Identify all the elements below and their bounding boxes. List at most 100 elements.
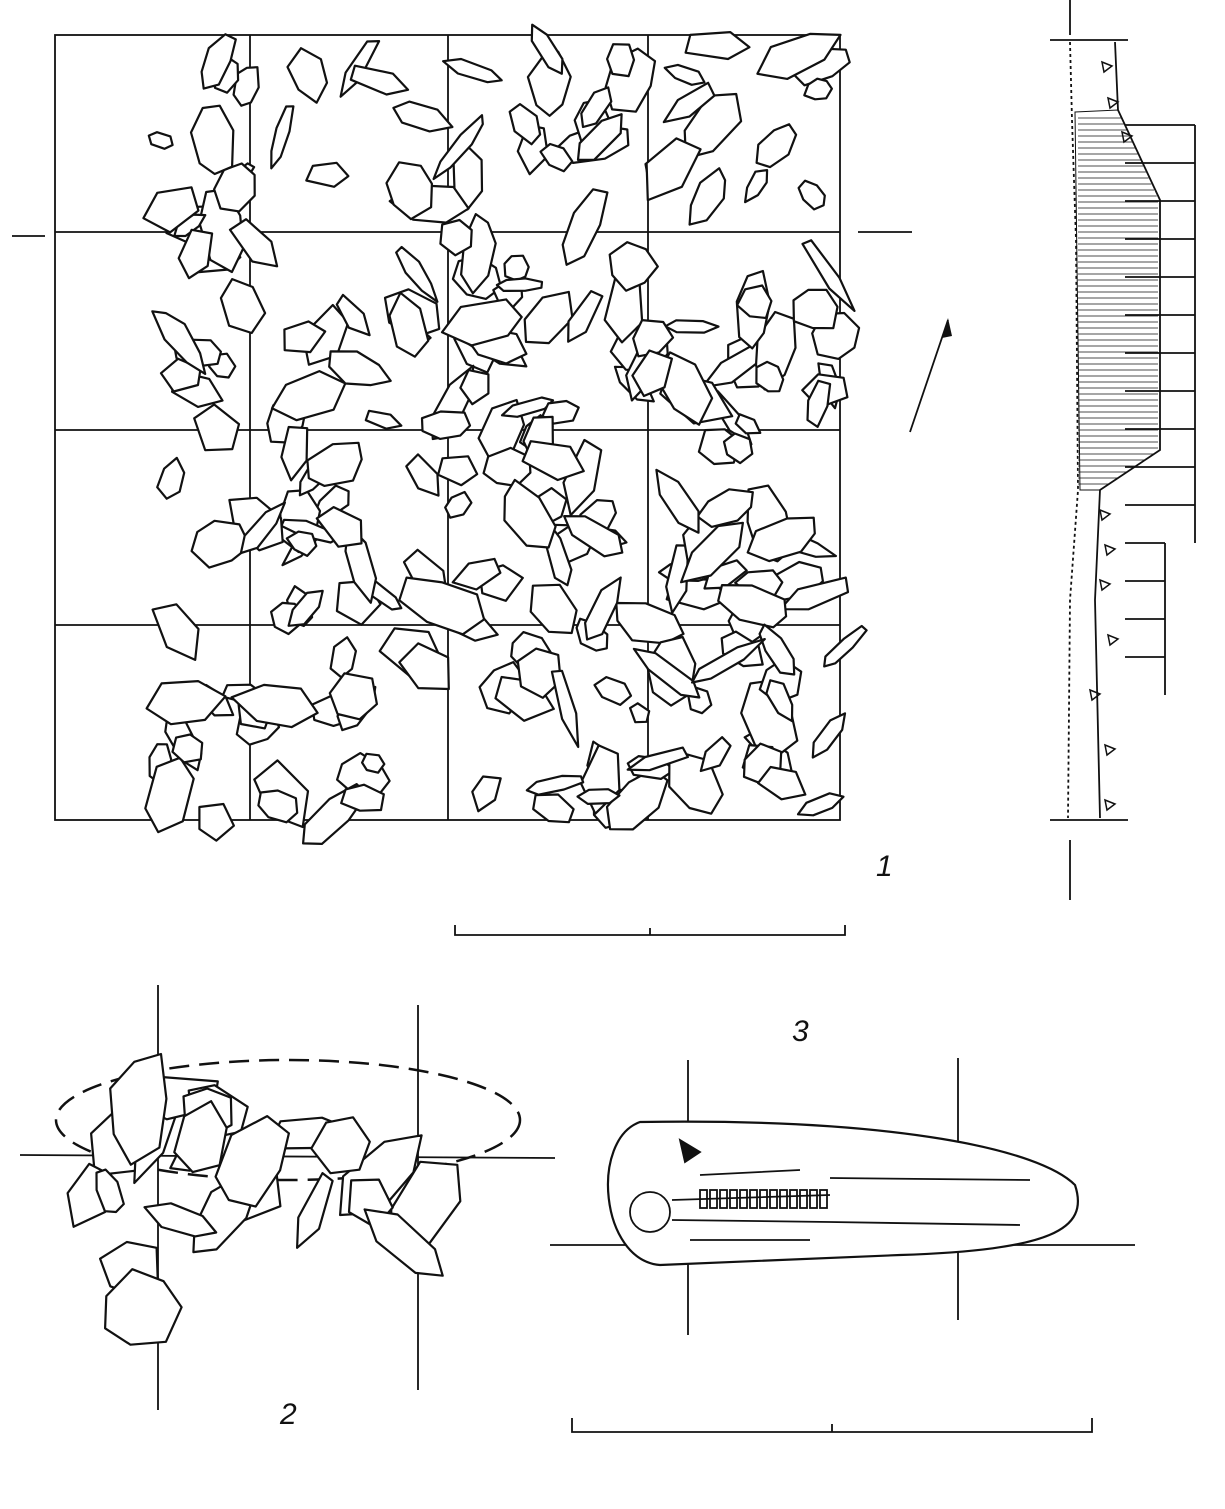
stone (743, 169, 769, 204)
stone (576, 113, 623, 161)
stone (189, 104, 235, 176)
stone (329, 636, 357, 679)
stone (315, 506, 363, 548)
stone (683, 92, 743, 160)
stone (385, 161, 433, 221)
stone (420, 410, 472, 440)
stone (801, 239, 856, 312)
stone (797, 179, 826, 211)
stone (193, 403, 241, 452)
stone (626, 746, 690, 772)
stone (109, 1052, 168, 1166)
stone (190, 519, 252, 569)
figure-label-2: 2 (280, 1398, 297, 1431)
stone (398, 642, 450, 691)
stone (471, 775, 502, 813)
stone (580, 86, 613, 129)
stone (530, 23, 564, 75)
stone (665, 544, 690, 614)
stone (270, 105, 295, 170)
stone (690, 637, 766, 684)
stone (283, 320, 327, 354)
stone (796, 792, 845, 817)
stone (755, 360, 785, 393)
stone (145, 679, 227, 726)
stone (521, 440, 585, 482)
scale-bar-1 (454, 925, 846, 936)
stone (756, 765, 807, 801)
stone (539, 142, 574, 173)
stone (755, 123, 798, 169)
stone (437, 455, 479, 487)
stone (605, 43, 636, 78)
stone (628, 702, 651, 724)
stone (151, 310, 207, 375)
stone (239, 501, 286, 555)
stone (173, 1100, 228, 1174)
stone (440, 298, 523, 347)
stone (451, 557, 502, 591)
stone (310, 1116, 371, 1175)
stone (593, 675, 633, 707)
stone (722, 432, 754, 465)
scale-bar-3 (571, 1418, 1093, 1433)
stone (500, 396, 555, 418)
stone (664, 319, 720, 334)
stone (679, 521, 745, 584)
stone (503, 254, 530, 282)
stone (662, 81, 716, 124)
stone (171, 733, 204, 764)
stone (442, 57, 503, 84)
plan-1-stones (142, 23, 868, 846)
stone (328, 350, 392, 387)
stone (503, 478, 557, 549)
plan-3-burial (550, 1058, 1135, 1335)
stone (432, 114, 484, 181)
stone (756, 32, 842, 81)
stone (495, 277, 544, 292)
stone (280, 425, 309, 482)
stone (405, 453, 440, 497)
stone (562, 514, 624, 558)
stone (645, 137, 702, 202)
stone (151, 603, 200, 662)
stone (608, 241, 659, 292)
stone (363, 1208, 444, 1277)
stone (655, 468, 700, 534)
stone (823, 624, 868, 668)
stone (439, 218, 473, 257)
stone (285, 530, 318, 558)
stone (335, 293, 371, 337)
stone (806, 379, 832, 428)
stone (219, 278, 267, 335)
stone (198, 802, 235, 842)
stone (388, 291, 430, 358)
stone (523, 290, 574, 345)
stone (270, 370, 347, 422)
stone (696, 488, 754, 529)
stone (525, 774, 585, 796)
stone (444, 490, 473, 519)
plan-2 (19, 985, 556, 1410)
stone (562, 438, 603, 517)
stone (765, 679, 794, 723)
stone (508, 102, 542, 146)
stone (142, 186, 200, 234)
stone (459, 368, 490, 406)
stone (361, 752, 386, 774)
figure-label-3: 3 (792, 1015, 809, 1048)
stone (550, 669, 580, 749)
stone (532, 793, 575, 824)
stone (631, 349, 674, 398)
stone (779, 576, 850, 611)
stone (156, 456, 186, 500)
stone (746, 516, 816, 563)
stone (143, 1202, 218, 1238)
stone (684, 30, 751, 61)
stone (287, 589, 324, 627)
stone (811, 712, 847, 759)
stone (792, 288, 839, 330)
stone (735, 284, 773, 320)
stone (567, 290, 604, 343)
